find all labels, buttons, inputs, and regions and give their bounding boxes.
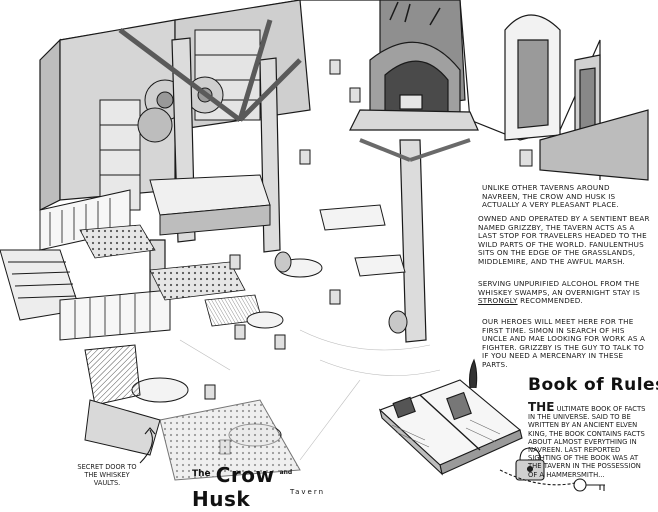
book-icon (378, 358, 523, 476)
table (354, 254, 406, 277)
staircase (0, 189, 171, 341)
drinks-text-a: Serving unpurified alcohol from the Whis… (478, 279, 640, 297)
table (131, 377, 189, 403)
tavern-title-word1: Crow (215, 463, 275, 487)
tavern-subtitle: Tavern (290, 488, 326, 496)
bar-counter (149, 174, 271, 236)
note-owner: Owned and operated by a sentient bear na… (478, 214, 650, 266)
floorboards (179, 329, 441, 461)
tavern-title-word2: Husk (192, 487, 251, 511)
book-description-text: ultimate book of facts in the universe. … (528, 405, 646, 479)
table (319, 204, 386, 231)
note-intro: Unlike other taverns around Navreen, the… (482, 183, 619, 210)
book-of-rules-title: Book of Rules (528, 375, 658, 395)
note-heroes: Our heroes will meet here for the first … (482, 317, 646, 369)
tavern-title-and: and (279, 469, 293, 476)
curved-arrow-icon (139, 427, 156, 464)
drinks-emphasis: strongly (478, 296, 518, 306)
table (246, 311, 284, 329)
tavern-title: The Crow and Husk (192, 463, 352, 511)
book-of-rules-description: The ultimate book of facts in the univer… (528, 400, 650, 479)
tavern-title-the: The (192, 469, 211, 479)
drinks-text-b: recommended. (520, 296, 583, 306)
lounge (84, 344, 301, 481)
key-icon (499, 469, 605, 492)
barrel (274, 251, 292, 273)
fireplace (349, 1, 479, 131)
book-lead-word: The (528, 400, 555, 414)
barrel (137, 107, 173, 143)
padlock-icon (515, 447, 545, 481)
barrel (388, 310, 408, 334)
secret-door-note: Secret door to the Whiskey Vaults. (77, 463, 137, 487)
note-drinks: Serving unpurified alcohol from the Whis… (478, 279, 648, 306)
